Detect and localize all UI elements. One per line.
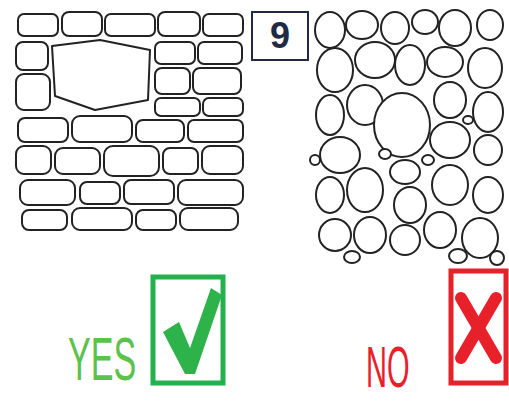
coursed-stone-wall [16,12,243,230]
no-label: NO [366,338,410,396]
random-rubble-wall [310,10,504,265]
no-cross-symbol [451,271,506,383]
yes-label: YES [68,328,136,390]
yes-check-symbol [153,277,223,383]
callout-number: 9 [270,15,290,57]
callout-number-box: 9 [251,11,309,61]
